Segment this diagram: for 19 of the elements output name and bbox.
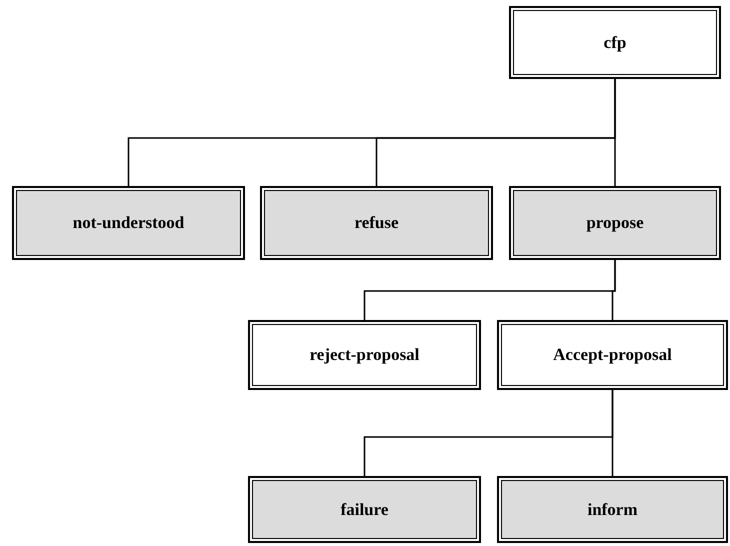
double-bordered-box — [497, 320, 728, 390]
double-bordered-box — [260, 186, 493, 260]
box-label: not-understood — [72, 212, 184, 234]
connector-line — [614, 79, 616, 186]
box-label: cfp — [604, 32, 626, 54]
box-label: reject-proposal — [310, 344, 420, 366]
double-bordered-box — [248, 476, 481, 543]
box-label: failure — [340, 498, 388, 520]
double-bordered-box — [509, 186, 721, 260]
double-bordered-box — [248, 320, 481, 390]
double-bordered-box — [509, 6, 721, 79]
box-label: refuse — [354, 212, 399, 234]
double-bordered-box — [12, 186, 245, 260]
double-bordered-box — [497, 476, 728, 543]
box-label: propose — [586, 212, 644, 234]
box-label: inform — [587, 498, 638, 520]
connector-line — [612, 390, 614, 476]
connector-line — [612, 260, 616, 320]
box-label: Accept-proposal — [553, 344, 672, 366]
